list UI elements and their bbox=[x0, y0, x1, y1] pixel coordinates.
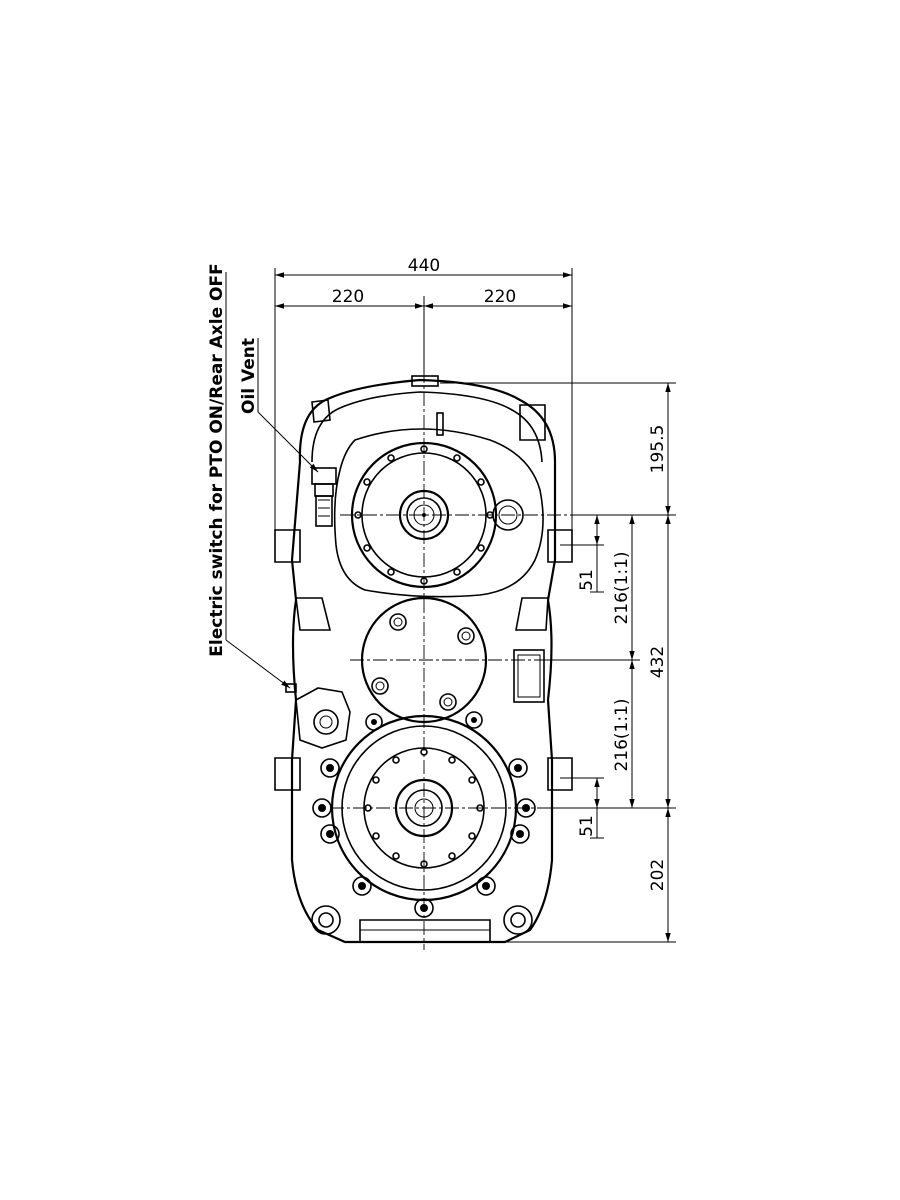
dim-top-to-upper-shaft: 195.5 bbox=[648, 425, 668, 474]
dimension-labels: 440 220 220 195.5 432 202 216(1:1) 216(1… bbox=[332, 256, 668, 891]
dim-mid-to-lower: 216(1:1) bbox=[612, 698, 632, 771]
dim-upper-to-mid: 216(1:1) bbox=[612, 551, 632, 624]
dim-lower-shaft-to-bottom: 202 bbox=[648, 859, 668, 891]
dim-upper-offset: 51 bbox=[577, 569, 597, 591]
dim-lower-offset: 51 bbox=[577, 815, 597, 837]
dimension-lines bbox=[274, 268, 676, 943]
dim-half-width-right: 220 bbox=[484, 287, 516, 307]
callouts: Electric switch for PTO ON/Rear Axle OFF… bbox=[207, 263, 319, 689]
gearbox-housing bbox=[274, 375, 573, 944]
electric-switch-body bbox=[285, 683, 351, 749]
dim-overall-width: 440 bbox=[408, 256, 440, 276]
outer-bolt-bosses bbox=[312, 711, 536, 918]
oil-vent-fitting bbox=[311, 467, 337, 527]
note-electric-switch: Electric switch for PTO ON/Rear Axle OFF bbox=[207, 263, 227, 656]
note-oil-vent: Oil Vent bbox=[239, 338, 259, 414]
upper-shaft-assembly bbox=[311, 412, 544, 598]
dim-half-width-left: 220 bbox=[332, 287, 364, 307]
dim-shaft-spacing: 432 bbox=[648, 646, 668, 678]
